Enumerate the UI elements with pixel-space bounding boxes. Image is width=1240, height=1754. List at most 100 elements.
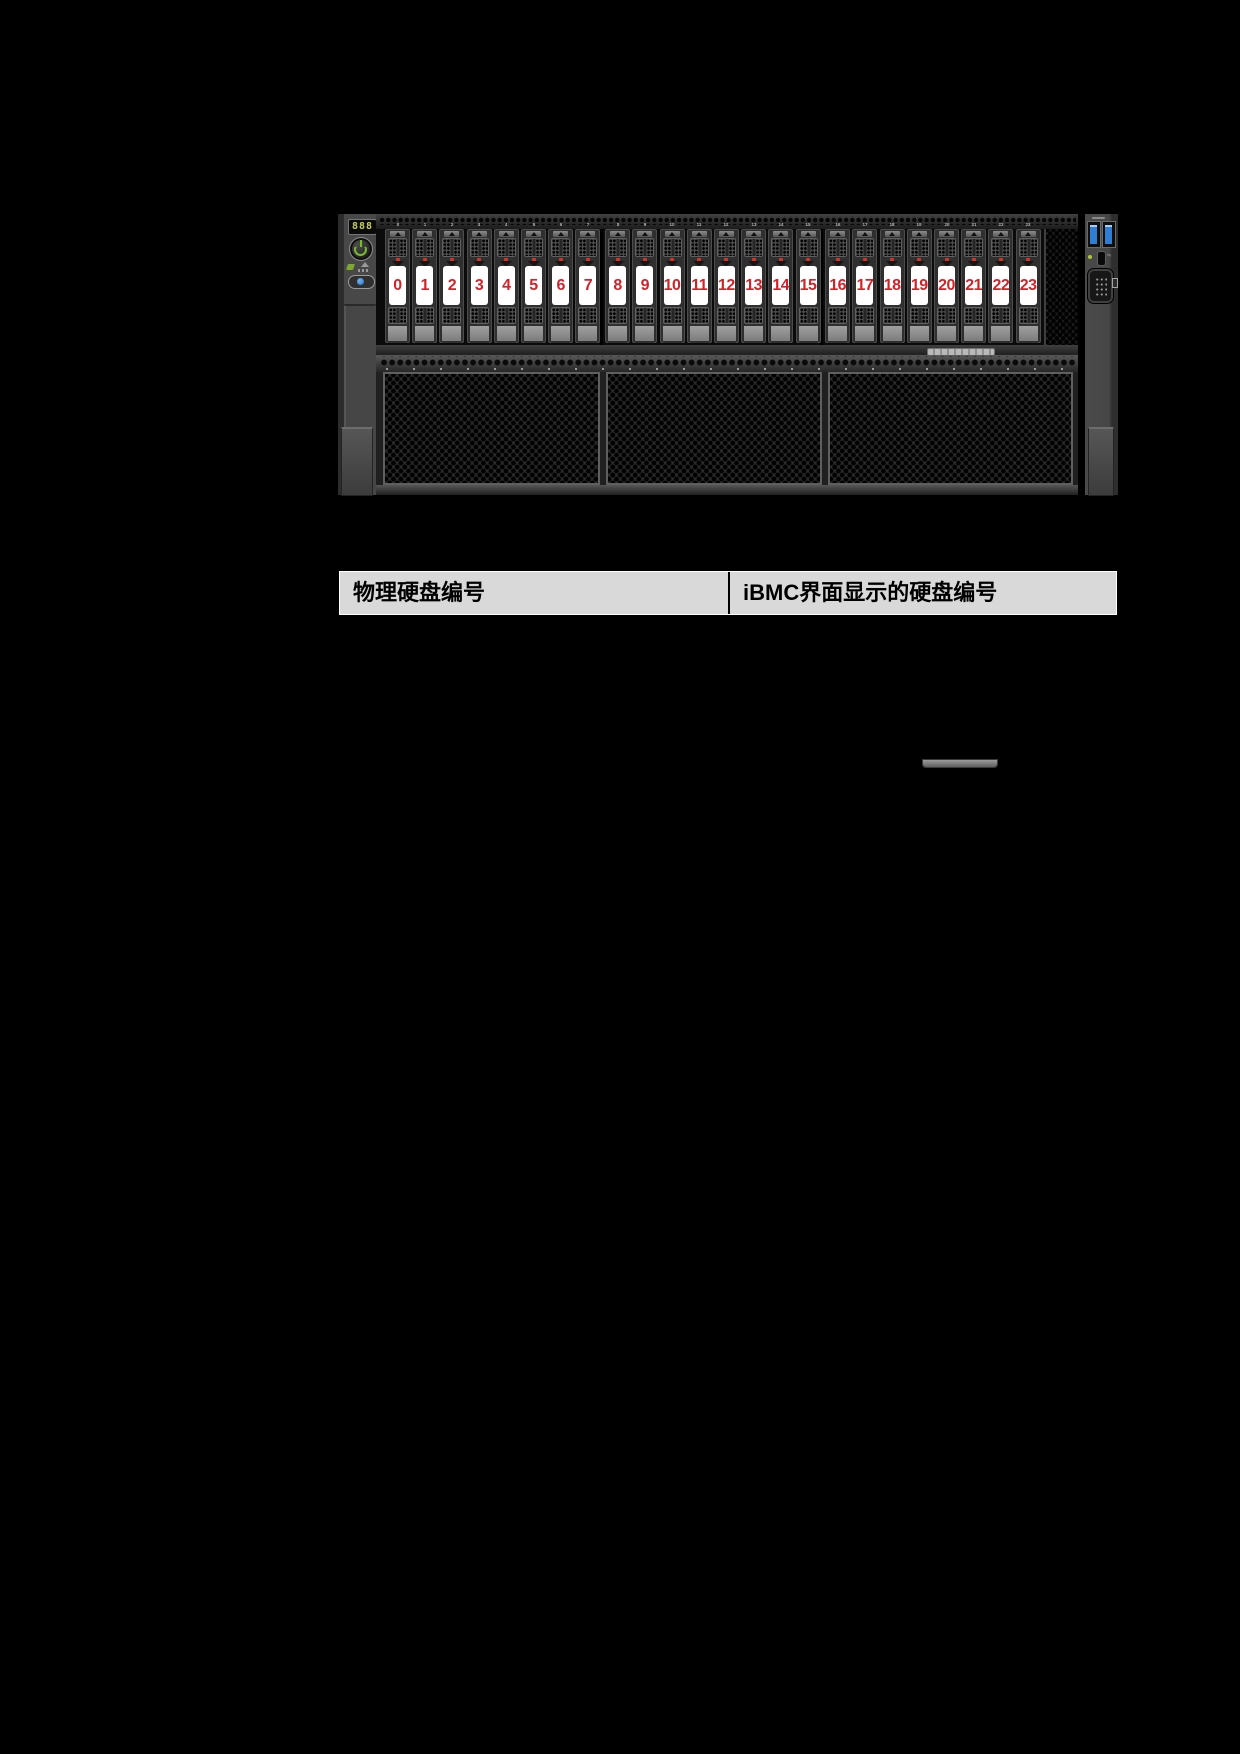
tray-vent-bottom [689,307,709,324]
drive-bay-label: 15 [799,266,817,305]
server-front-view-image: 888 [338,214,1118,768]
tray-handle-wedge [940,261,953,267]
drive-tray-14: 14 [768,229,794,343]
drive-activity-led [724,258,729,261]
drive-bay-number: 3 [474,277,484,294]
tray-vent-top [442,238,462,257]
tray-vent-top [469,238,489,257]
latch-arrow-icon [584,232,591,236]
latch-arrow-icon [997,232,1004,236]
tray-vent-top [909,238,929,257]
tray-bottom-cap [964,326,984,343]
tray-handle-wedge [913,261,926,267]
drive-tray-9: 9 [632,229,658,343]
tray-handle-wedge [720,261,733,267]
tray-handle-wedge [858,261,871,267]
drive-tray-20: 20 [934,229,959,343]
bay-slot-number: 11 [696,222,702,228]
tray-vent-top [689,238,709,257]
drive-tray-22: 22 [988,229,1014,343]
drive-activity-led [944,258,949,261]
status-indicator-icons [346,262,375,273]
drive-tray-11: 11 [686,229,712,343]
latch-arrow-icon [641,232,648,236]
bottom-handle-tab [922,759,998,768]
tray-vent-bottom [771,307,791,324]
connector-icon [1097,251,1106,266]
latch-arrow-icon [503,232,510,236]
drive-bay-label: 19 [910,266,928,305]
latch-arrow-icon [394,232,401,236]
tray-bottom-cap [662,326,682,343]
latch-arrow-icon [723,232,730,236]
usb-tongue [1105,225,1112,244]
bay-slot-number: 7 [586,222,590,228]
tray-vent-bottom [635,307,655,324]
tray-vent-top [608,238,628,257]
power-button-icon [349,237,373,261]
tray-handle-wedge [802,261,814,267]
drive-bay-number: 6 [556,277,565,294]
drive-bay-label: 13 [745,266,762,305]
tray-bottom-cap [882,326,902,343]
bay-slot-number: 16 [835,222,841,228]
latch-arrow-icon [777,232,784,236]
drive-bay-number: 0 [393,277,402,294]
drive-bay-number: 10 [663,277,681,294]
diagnostic-led-display: 888 [348,219,377,235]
status-led-icon [1088,255,1092,259]
latch-arrow-icon [750,232,757,236]
drive-activity-led [751,258,756,261]
usb-tongue [1090,225,1097,244]
drive-tray-12: 12 [713,229,739,343]
drive-bay-label: 12 [717,266,735,305]
bay-slot-number: 10 [669,222,675,228]
drive-activity-led [615,258,620,261]
tray-bottom-cap [771,326,791,343]
drive-bay-label: 6 [552,266,570,305]
drive-tray-10: 10 [659,229,685,343]
tray-handle-wedge [1022,261,1035,267]
bay-slot-number: 4 [505,222,508,228]
tray-vent-bottom [882,307,902,324]
drive-bay-number: 23 [1019,277,1037,294]
drive-tray-15: 15 [795,229,821,343]
latch-arrow-icon [669,232,675,236]
latch-arrow-icon [805,232,811,236]
drive-bay-number: 8 [613,277,622,294]
drive-bay-number: 13 [745,277,762,294]
tray-bottom-cap [442,326,462,343]
drive-activity-led [449,258,454,261]
latch-arrow-icon [421,232,428,236]
drive-bay-number: 19 [910,277,928,294]
latch-arrow-icon [476,232,483,236]
tray-handle-wedge [693,261,706,267]
tray-vent-top [744,238,764,257]
indicator-mark [1106,253,1112,257]
drive-activity-led [862,258,867,261]
drive-activity-led [504,258,509,261]
drive-bay-label: 1 [416,266,434,305]
bay-slot-number: 13 [751,222,757,228]
drive-tray-0: 0 [385,229,410,343]
tray-bottom-cap [469,326,489,343]
drive-bay-number: 7 [583,277,593,294]
tray-vent-bottom [469,307,489,324]
drive-activity-led [558,258,563,261]
drive-tray-18: 18 [879,229,905,343]
tray-handle-wedge [554,261,567,267]
tray-vent-top [937,238,956,257]
tray-bottom-cap [991,326,1011,343]
drive-activity-led [835,258,840,261]
bay-slot-number: 1 [423,222,426,228]
indicator-mark [362,269,364,272]
tray-bottom-cap [415,326,435,343]
drive-activity-led [778,258,783,261]
tray-vent-top [524,238,543,257]
tray-vent-bottom [798,307,818,324]
tray-bottom-cap [1018,326,1038,343]
tray-vent-bottom [551,307,571,324]
drive-tray-16: 16 [825,229,851,343]
tray-vent-top [662,238,682,257]
